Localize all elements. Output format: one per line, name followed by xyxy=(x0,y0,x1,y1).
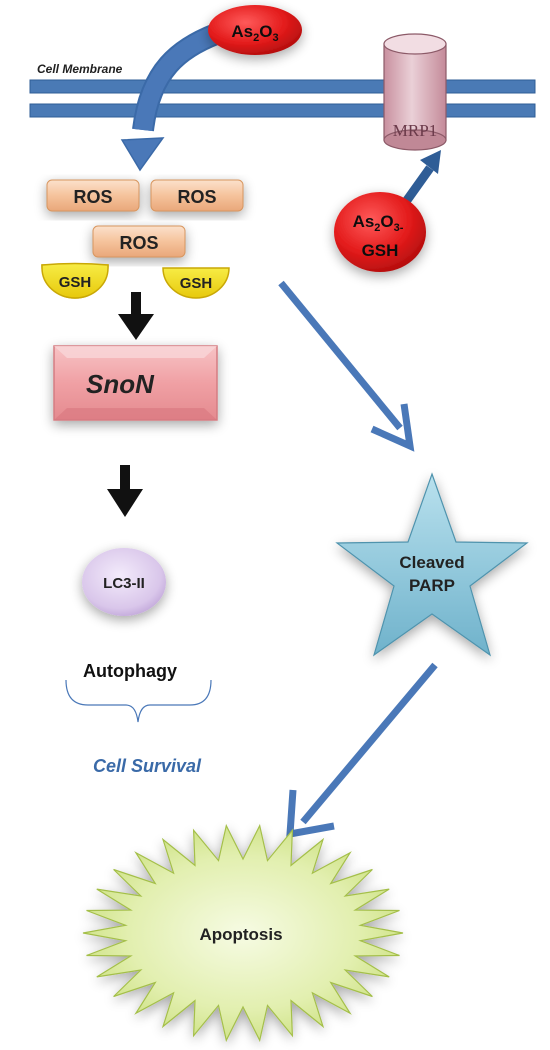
arrow-to-parp xyxy=(278,280,415,452)
complex-label-line1: As2O3- xyxy=(353,212,404,234)
as2o3-gsh-complex: As2O3- GSH xyxy=(334,192,426,272)
cell-membrane-label: Cell Membrane xyxy=(37,62,123,76)
gsh-shape: GSH xyxy=(162,267,230,299)
ros-label: ROS xyxy=(73,187,112,207)
snon-label: SnoN xyxy=(86,369,155,399)
cell-survival-label: Cell Survival xyxy=(93,756,202,776)
arrow-to-lc3 xyxy=(107,465,143,517)
apoptosis-label: Apoptosis xyxy=(199,925,282,944)
influx-arrow xyxy=(120,23,221,172)
cell-membrane: Cell Membrane xyxy=(29,62,536,118)
ros-group: ROS ROS ROS xyxy=(46,179,244,258)
ros-label: ROS xyxy=(119,233,158,253)
lc3-ii-label: LC3-II xyxy=(103,575,145,592)
arrow-to-apoptosis xyxy=(286,662,438,839)
autophagy-label: Autophagy xyxy=(83,661,177,681)
mrp1-transporter: MRP1 xyxy=(383,33,447,151)
autophagy-group: Autophagy Cell Survival xyxy=(65,661,212,776)
gsh-label: GSH xyxy=(180,275,213,292)
ros-label: ROS xyxy=(177,187,216,207)
parp-label-line2: PARP xyxy=(409,576,455,595)
complex-label-line2: GSH xyxy=(362,241,399,260)
lc3-ii-node: LC3-II xyxy=(82,548,166,616)
ros-box: ROS xyxy=(150,179,244,212)
as2o3-label: As2O3 xyxy=(231,22,278,44)
as2o3-molecule: As2O3 xyxy=(208,5,302,55)
parp-label-line1: Cleaved xyxy=(399,553,464,572)
burst-shape xyxy=(82,823,404,1043)
ros-box: ROS xyxy=(92,225,186,258)
gsh-label: GSH xyxy=(59,274,92,291)
ros-box: ROS xyxy=(46,179,140,212)
gsh-group: GSH GSH xyxy=(41,262,230,299)
arrow-to-snon xyxy=(118,292,154,340)
mrp1-label: MRP1 xyxy=(393,121,437,140)
snon-box: SnoN xyxy=(53,345,218,421)
apoptosis-burst: Apoptosis xyxy=(82,823,404,1043)
cleaved-parp-star: Cleaved PARP xyxy=(335,472,529,657)
brace xyxy=(65,679,212,723)
gsh-shape: GSH xyxy=(41,262,109,299)
